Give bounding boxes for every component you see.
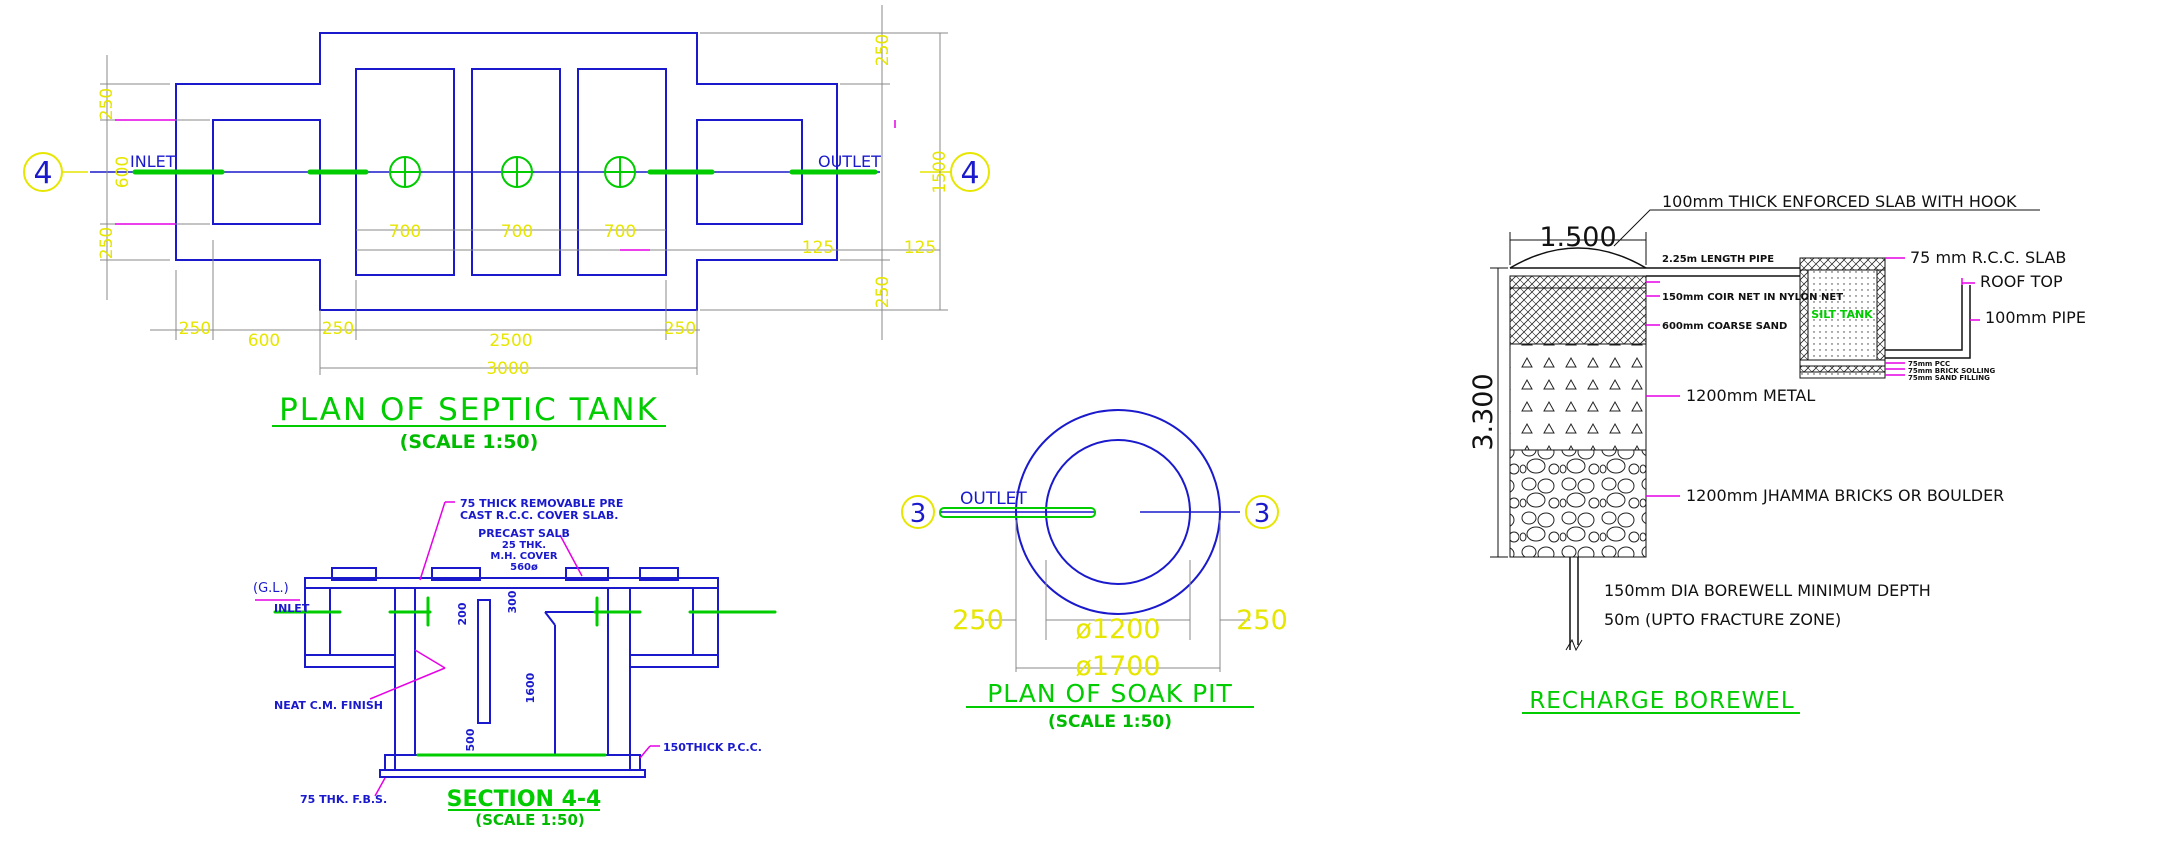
soak-title: PLAN OF SOAK PIT — [987, 679, 1233, 708]
section-fbs-label: 75 THK. F.B.S. — [300, 793, 387, 806]
recharge-bore-line2: 50m (UPTO FRACTURE ZONE) — [1604, 610, 1841, 629]
septic-tank-plan: 4 4 INLET OUTLET — [23, 5, 990, 453]
dim-125-a: 125 — [802, 238, 834, 258]
dim-700-3: 700 — [604, 222, 636, 242]
dim-250-bottom-left: 250 — [97, 227, 117, 259]
section-cover-line1: 75 THICK REMOVABLE PRE — [460, 497, 623, 510]
dim-bottom-600: 600 — [248, 331, 280, 351]
recharge-pipe100-label: 100mm PIPE — [1985, 308, 2086, 327]
dim-250-bottom-right: 250 — [873, 276, 893, 308]
dim-600-left: 600 — [113, 156, 133, 188]
recharge-bore-line1: 150mm DIA BOREWELL MINIMUM DEPTH — [1604, 581, 1931, 600]
dim-bottom-250-3: 250 — [664, 319, 696, 339]
section-dim-300: 300 — [506, 590, 519, 613]
septic-outlet-label: OUTLET — [818, 152, 881, 171]
soak-outlet-label: OUTLET — [960, 489, 1027, 509]
section-title: SECTION 4-4 — [447, 787, 602, 812]
section-gl-label: (G.L.) — [253, 581, 289, 596]
dim-bottom-3000: 3000 — [486, 359, 529, 379]
septic-scale: (SCALE 1:50) — [400, 431, 539, 453]
dim-1500: 1500 — [930, 150, 950, 193]
soak-dim-250-left: 250 — [952, 605, 1004, 636]
recharge-borewel: 1.500 3.300 100mm THICK ENFORCED SLAB WI… — [1468, 192, 2086, 714]
section-marker-right-label: 4 — [960, 156, 979, 191]
recharge-dim-1500: 1.500 — [1539, 222, 1616, 253]
section-dim-200: 200 — [456, 602, 469, 625]
dim-700-1: 700 — [389, 222, 421, 242]
recharge-brick-label: 75mm BRICK SOLLING — [1908, 367, 1995, 375]
dim-250-top-right: 250 — [873, 34, 893, 66]
section-inlet-label: INLET — [274, 602, 310, 615]
recharge-boulder-label: 1200mm JHAMMA BRICKS OR BOULDER — [1686, 486, 2004, 505]
recharge-rcc-label: 75 mm R.C.C. SLAB — [1910, 248, 2066, 267]
soak-dim-1200: ø1200 — [1075, 614, 1160, 645]
recharge-sandfill-label: 75mm SAND FILLING — [1908, 374, 1990, 382]
section-precast-line4: 560ø — [510, 562, 538, 573]
recharge-dim-3300: 3.300 — [1468, 373, 1499, 450]
soak-marker-left-label: 3 — [910, 499, 927, 529]
septic-inlet-label: INLET — [130, 152, 176, 171]
dim-bottom-250-1: 250 — [179, 319, 211, 339]
dim-bottom-250-2: 250 — [322, 319, 354, 339]
section-precast-line3: M.H. COVER — [490, 551, 558, 562]
recharge-roof-label: ROOF TOP — [1980, 272, 2063, 291]
section-scale: (SCALE 1:50) — [475, 811, 584, 829]
section-dim-500: 500 — [464, 728, 477, 751]
septic-title: PLAN OF SEPTIC TANK — [279, 392, 659, 428]
section-precast-line2: 25 THK. — [502, 540, 546, 551]
dim-125-b: 125 — [904, 238, 936, 258]
recharge-silt-label: SILT TANK — [1811, 308, 1873, 321]
section-dim-1600: 1600 — [524, 672, 537, 703]
recharge-sand-label: 600mm COARSE SAND — [1662, 321, 1787, 332]
recharge-pcc-label: 75mm PCC — [1908, 360, 1950, 368]
recharge-slab-label: 100mm THICK ENFORCED SLAB WITH HOOK — [1662, 192, 2017, 211]
dim-bottom-2500: 2500 — [489, 331, 532, 351]
soak-marker-right-label: 3 — [1254, 499, 1271, 529]
soak-pit-outlet-pipe — [939, 507, 1096, 518]
dim-250-top-left: 250 — [97, 88, 117, 120]
section-cover-line2: CAST R.C.C. COVER SLAB. — [460, 509, 619, 522]
soak-pit-plan: 3 3 OUTLET 250 250 ø1200 ø1700 PLAN OF S… — [901, 409, 1288, 732]
soak-dim-1700: ø1700 — [1075, 651, 1160, 682]
recharge-pipe225-label: 2.25m LENGTH PIPE — [1662, 254, 1774, 265]
soak-scale: (SCALE 1:50) — [1048, 712, 1172, 732]
section-4-4: (G.L.) INLET 75 THICK REMOVABLE PRE CAST… — [253, 497, 777, 829]
section-marker-left-label: 4 — [33, 156, 52, 191]
recharge-metal-label: 1200mm METAL — [1686, 386, 1815, 405]
manhole-circles — [389, 156, 636, 188]
soak-dim-250-right: 250 — [1236, 605, 1288, 636]
recharge-title: RECHARGE BOREWEL — [1529, 688, 1794, 714]
section-precast-line1: PRECAST SALB — [478, 527, 570, 540]
dim-700-2: 700 — [501, 222, 533, 242]
section-neat-finish: NEAT C.M. FINISH — [274, 699, 383, 712]
section-pcc-label: 150THICK P.C.C. — [663, 741, 762, 754]
recharge-coir-label: 150mm COIR NET IN NYLON NET — [1662, 292, 1843, 303]
